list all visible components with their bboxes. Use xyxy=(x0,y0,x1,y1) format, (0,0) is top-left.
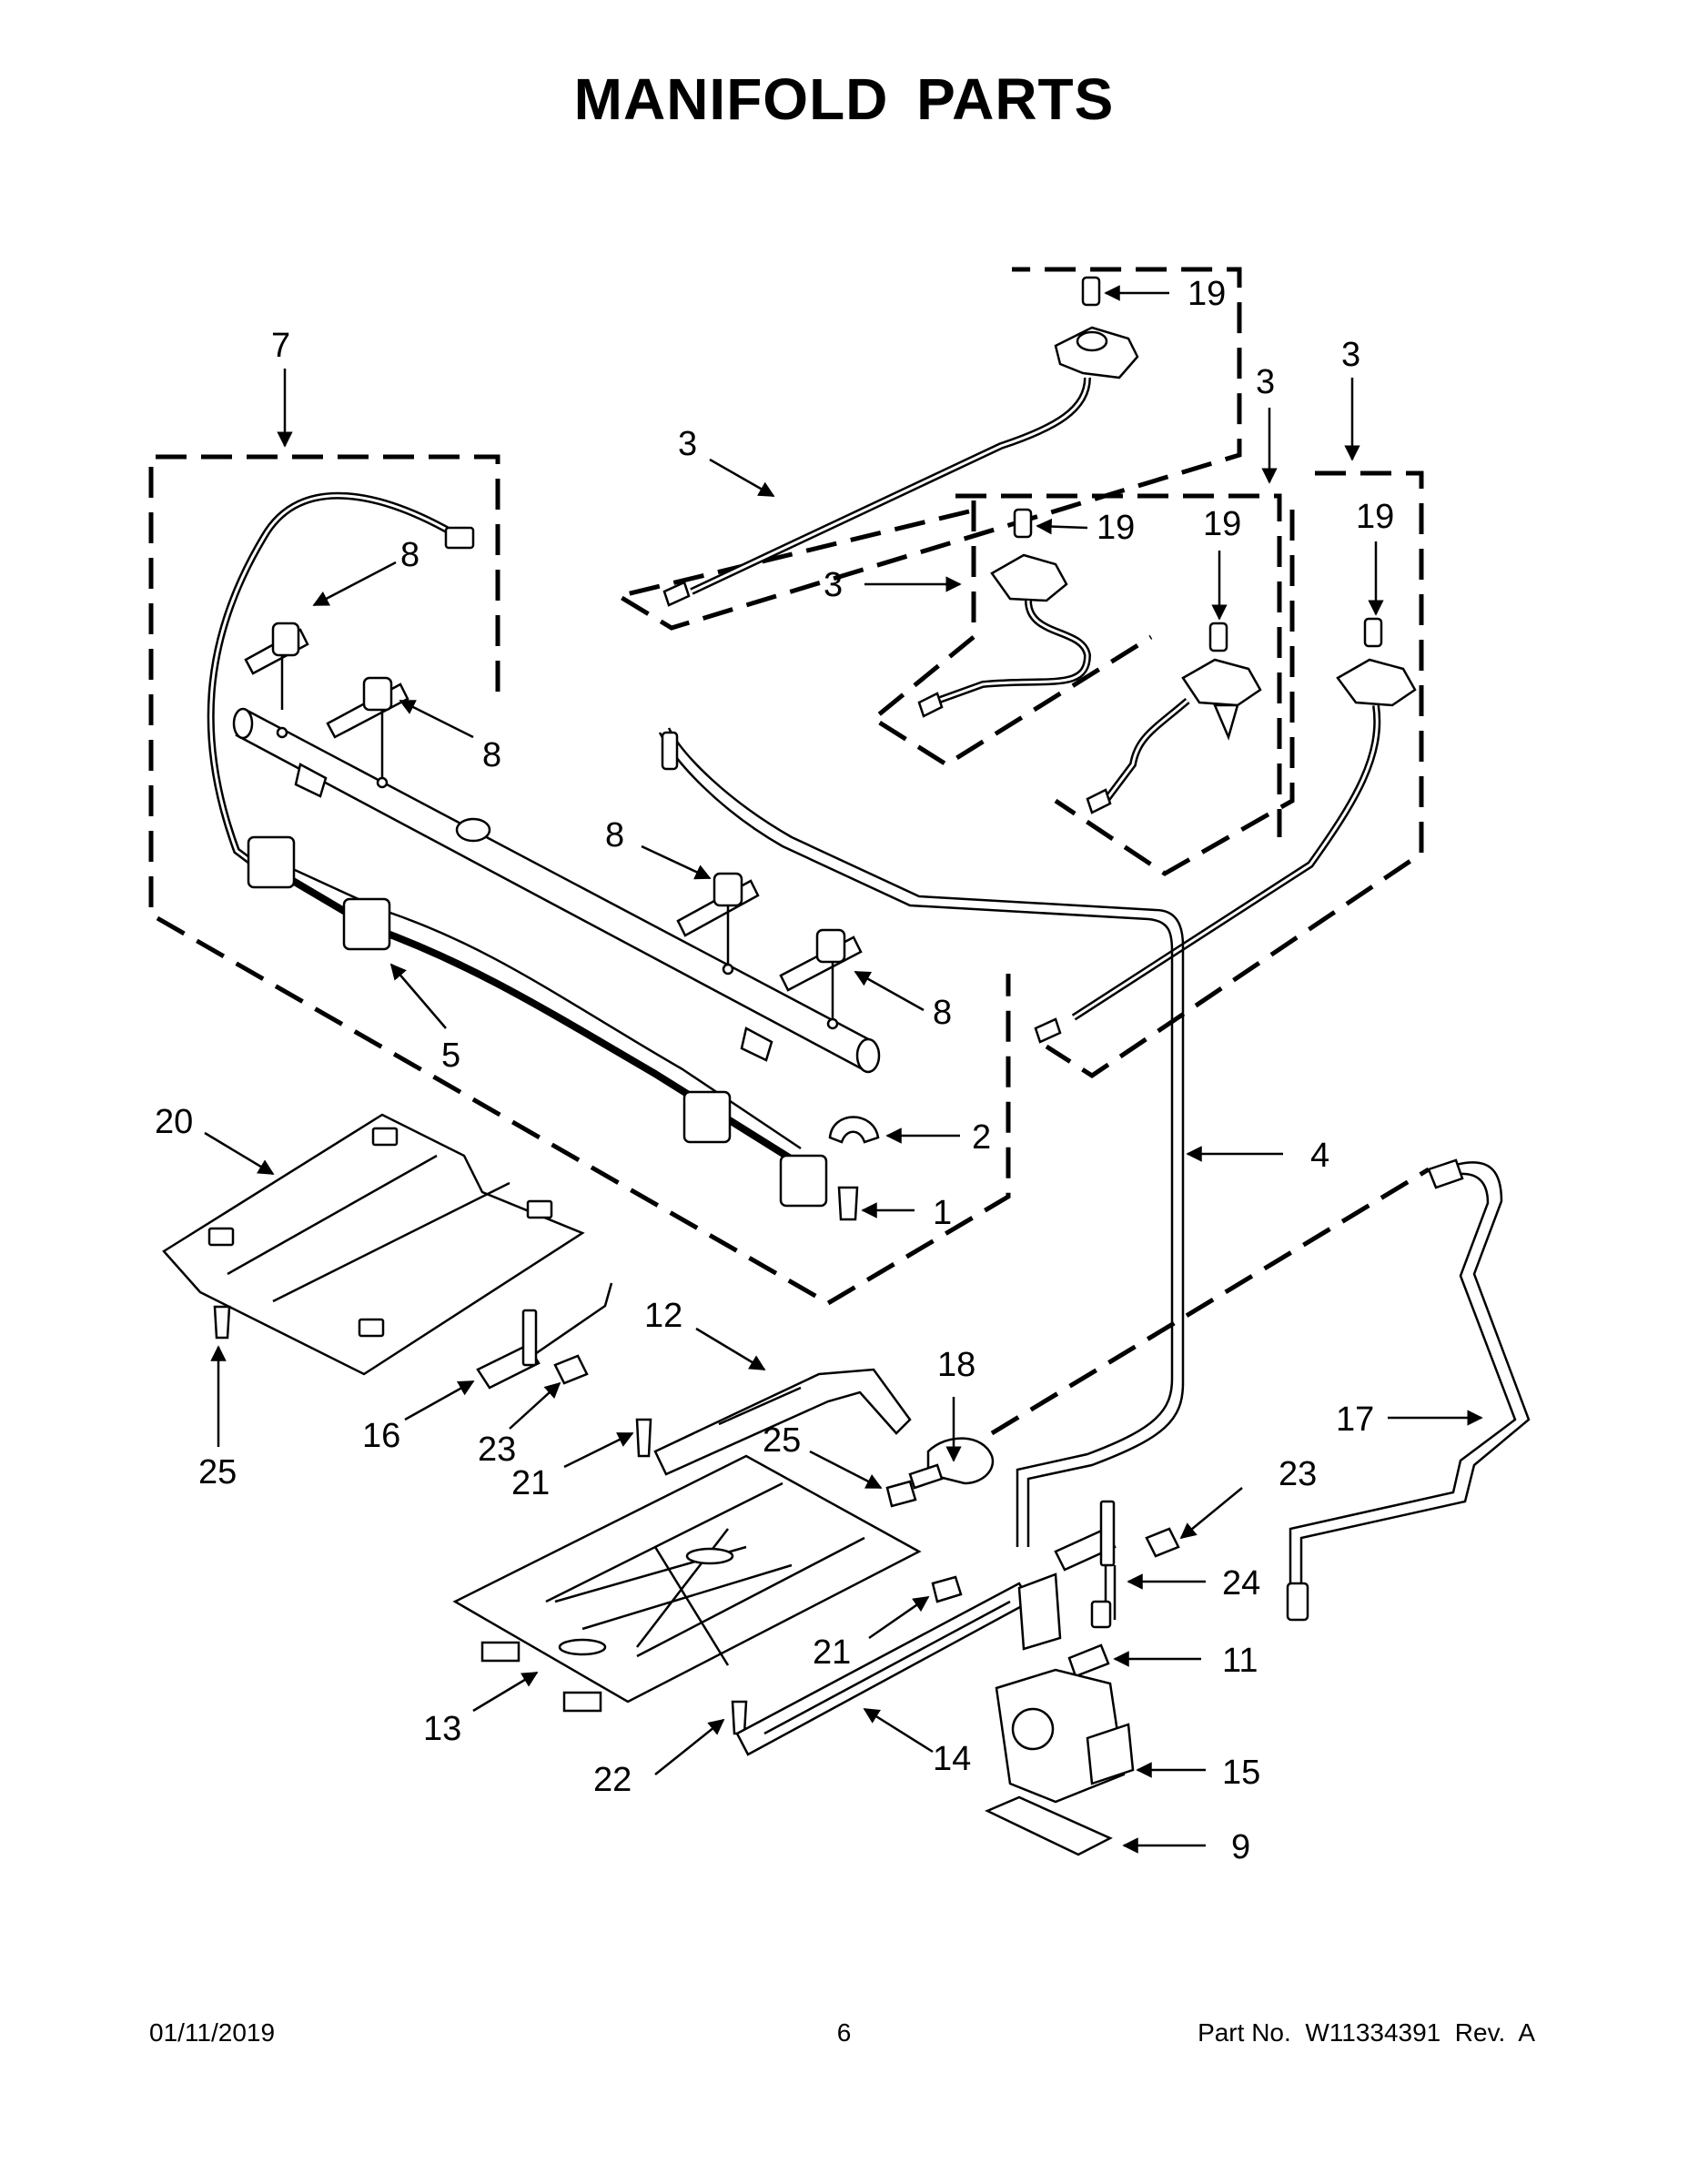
screw-25-left xyxy=(213,1305,231,1340)
callout-label: 8 xyxy=(933,994,952,1032)
manifold-clip xyxy=(828,1116,880,1144)
callout-label: 8 xyxy=(482,736,501,774)
group-outline-3-top xyxy=(612,267,1242,631)
igniter-left xyxy=(476,1282,613,1390)
group-outline-3-mid xyxy=(955,493,1282,837)
callout-label: 25 xyxy=(198,1453,237,1491)
callout-label: 5 xyxy=(441,1036,460,1075)
callout-label: 23 xyxy=(1279,1455,1317,1493)
callout-label: 9 xyxy=(1231,1828,1250,1866)
orifice-spud xyxy=(662,581,1112,1044)
footer-page-number: 6 xyxy=(836,2018,852,2047)
gas-supply-tube xyxy=(658,727,1185,1547)
footer-date: 01/11/2019 xyxy=(149,2018,276,2047)
screw-1 xyxy=(837,1186,859,1221)
screw-23-left xyxy=(553,1354,589,1385)
burner-valve xyxy=(244,622,309,710)
callout-label: 22 xyxy=(593,1761,632,1799)
callout-label: 21 xyxy=(813,1633,851,1672)
callout-label: 14 xyxy=(933,1740,971,1778)
orifice-holder-top xyxy=(690,276,1139,595)
orifice-fitting xyxy=(908,1437,995,1490)
callout-label: 3 xyxy=(678,425,697,463)
callout-label: 24 xyxy=(1222,1564,1260,1603)
heat-shield xyxy=(162,1113,585,1376)
supply-line xyxy=(1286,1158,1531,1622)
callout-label: 8 xyxy=(400,536,419,574)
screw-11 xyxy=(1067,1643,1110,1678)
callout-leaders xyxy=(204,285,1483,1854)
group-outline-3-right xyxy=(1045,470,1424,1078)
callout-label: 12 xyxy=(644,1297,682,1335)
burner-valve xyxy=(326,676,409,778)
orifice-holder-mid xyxy=(935,508,1092,704)
callout-label: 1 xyxy=(933,1194,952,1232)
callout-label: 11 xyxy=(1222,1642,1258,1680)
callout-label: 17 xyxy=(1336,1400,1374,1439)
callout-label: 19 xyxy=(1356,498,1394,536)
callout-label: 20 xyxy=(155,1103,193,1141)
orifice-holder-lower xyxy=(1102,622,1262,804)
burner-valve xyxy=(779,928,863,1019)
screw-25-center xyxy=(885,1480,917,1508)
callout-label: 21 xyxy=(511,1464,550,1502)
callout-label: 23 xyxy=(478,1431,516,1469)
broil-burner xyxy=(452,1454,922,1713)
callout-label: 3 xyxy=(1341,336,1360,374)
page-title: MANIFOLD PARTS xyxy=(573,66,1115,132)
callout-label: 25 xyxy=(763,1421,801,1460)
igniter-bracket xyxy=(1017,1572,1062,1651)
callout-label: 2 xyxy=(972,1118,991,1157)
callout-label: 19 xyxy=(1097,509,1135,547)
callout-label: 3 xyxy=(824,566,843,604)
screw-21-left xyxy=(635,1418,652,1458)
callout-label: 4 xyxy=(1310,1137,1329,1175)
group-outline-12 xyxy=(990,1167,1430,1436)
group-outline-7 xyxy=(148,454,1011,1306)
callout-label: 18 xyxy=(937,1346,975,1384)
orifice-holder-right xyxy=(1071,617,1417,1021)
screw-23-right xyxy=(1145,1527,1180,1558)
bake-burner-tube xyxy=(653,1368,912,1476)
callout-label: 19 xyxy=(1203,505,1241,543)
gas-valve xyxy=(995,1668,1135,1804)
callout-label: 7 xyxy=(271,327,290,365)
burner-valve xyxy=(676,872,760,965)
igniter-right xyxy=(1054,1500,1117,1629)
callout-label: 8 xyxy=(605,816,624,854)
manifold-pipe xyxy=(232,707,881,1074)
valve-bracket xyxy=(984,1795,1113,1856)
callout-label: 13 xyxy=(423,1710,461,1748)
callout-label: 16 xyxy=(362,1417,400,1455)
screw-21-right xyxy=(931,1575,963,1603)
callout-label: 15 xyxy=(1222,1754,1260,1792)
group-outline-3-inner xyxy=(869,500,1153,767)
wiring-harness xyxy=(207,491,828,1208)
callout-label: 3 xyxy=(1256,363,1275,401)
group-outline-3-lower xyxy=(1054,510,1295,876)
callout-label: 19 xyxy=(1188,275,1226,313)
footer-part-info: Part No. W11334391 Rev. A xyxy=(1198,2018,1535,2047)
